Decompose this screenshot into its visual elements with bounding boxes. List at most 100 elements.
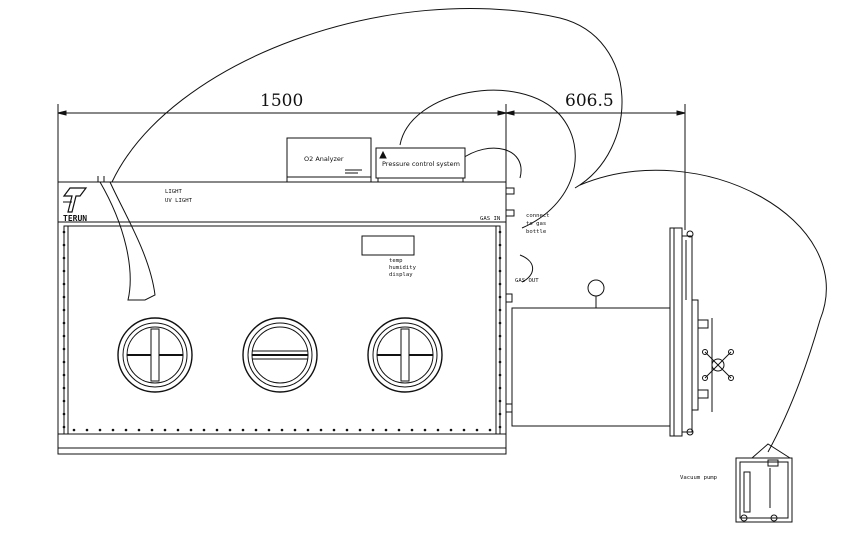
o2-analyzer-unit (286, 137, 372, 182)
antechamber-door[interactable] (669, 227, 713, 437)
rivet (62, 230, 66, 234)
connect-label-line3: bottle (526, 229, 547, 235)
rivet (462, 428, 466, 432)
rivet (332, 428, 336, 432)
display-label-humidity: humidity (389, 265, 417, 271)
rivet (358, 428, 362, 432)
gas-out-label: GAS OUT (515, 278, 539, 284)
vacuum-pump-unit (735, 443, 793, 523)
rivet (254, 428, 258, 432)
rivets-right (498, 230, 502, 429)
rivet (176, 428, 180, 432)
rivet (228, 428, 232, 432)
rivet (62, 347, 66, 351)
glove-port-center[interactable] (242, 317, 318, 393)
rivet (498, 282, 502, 286)
dimension-lines (57, 104, 686, 230)
rivet (436, 428, 440, 432)
display-label-temp: temp (389, 258, 403, 264)
rivet (202, 428, 206, 432)
rivet (498, 269, 502, 273)
rivet (163, 428, 167, 432)
rivet (241, 428, 245, 432)
connect-label-line1: connect (526, 213, 550, 219)
rivet (62, 373, 66, 377)
rivet (498, 256, 502, 260)
rivet (62, 295, 66, 299)
rivet (62, 412, 66, 416)
rivet (62, 360, 66, 364)
door-handle-icon[interactable] (702, 349, 734, 381)
rivet (498, 295, 502, 299)
rivet (62, 256, 66, 260)
pressure-control-label: Pressure control system (382, 160, 460, 168)
rivet (498, 425, 502, 429)
rivet (72, 428, 76, 432)
rivet (124, 428, 128, 432)
rivet (62, 386, 66, 390)
rivet (98, 428, 102, 432)
depth-dimension-label: 606.5 (565, 91, 614, 111)
display-label-display: display (389, 272, 413, 278)
glove-port-left[interactable] (117, 317, 193, 393)
gas-in-label: GAS IN (480, 216, 500, 222)
glove-port-right[interactable] (367, 317, 443, 393)
antechamber (511, 279, 671, 427)
rivet (62, 243, 66, 247)
rivet (371, 428, 375, 432)
rivet (498, 347, 502, 351)
rivet (498, 399, 502, 403)
rivet (267, 428, 271, 432)
rivet (150, 428, 154, 432)
rivet (62, 399, 66, 403)
rivet (475, 428, 479, 432)
brand-logo-text: TERUN (63, 214, 87, 223)
width-dimension-label: 1500 (260, 91, 303, 111)
light-label: LIGHT (165, 189, 182, 195)
rivet (384, 428, 388, 432)
pressure-gauge-icon (587, 279, 605, 297)
connect-label-line2: to gas (526, 221, 546, 227)
rivet (423, 428, 427, 432)
rivet (498, 308, 502, 312)
vacuum-pump-label: Vacuum pump (680, 475, 718, 481)
rivet (498, 230, 502, 234)
hose-lines (111, 7, 827, 453)
rivet (62, 269, 66, 273)
rivet (62, 308, 66, 312)
rivet (498, 321, 502, 325)
rivet (62, 425, 66, 429)
rivets-left (62, 230, 66, 429)
rivet (498, 334, 502, 338)
rivet (189, 428, 193, 432)
rivet (62, 282, 66, 286)
rivet (498, 243, 502, 247)
rivet (62, 334, 66, 338)
rivet (111, 428, 115, 432)
rivet (498, 373, 502, 377)
rivet (410, 428, 414, 432)
brand-logo (62, 187, 88, 213)
rivet (215, 428, 219, 432)
rivet (306, 428, 310, 432)
o2-analyzer-label: O2 Analyzer (304, 155, 344, 163)
rivet (62, 321, 66, 325)
uv-light-label: UV LIGHT (165, 198, 193, 204)
pressure-control-unit (375, 147, 466, 182)
rivet (85, 428, 89, 432)
rivet (498, 386, 502, 390)
light-hose-connector (97, 176, 156, 301)
rivet (498, 360, 502, 364)
rivet (293, 428, 297, 432)
rivet (397, 428, 401, 432)
rivet (449, 428, 453, 432)
rivet (280, 428, 284, 432)
rivet (498, 412, 502, 416)
rivets-bottom (72, 428, 492, 432)
rivet (488, 428, 492, 432)
rivet (319, 428, 323, 432)
temp-humidity-display (361, 235, 415, 256)
rivet (137, 428, 141, 432)
rivet (345, 428, 349, 432)
